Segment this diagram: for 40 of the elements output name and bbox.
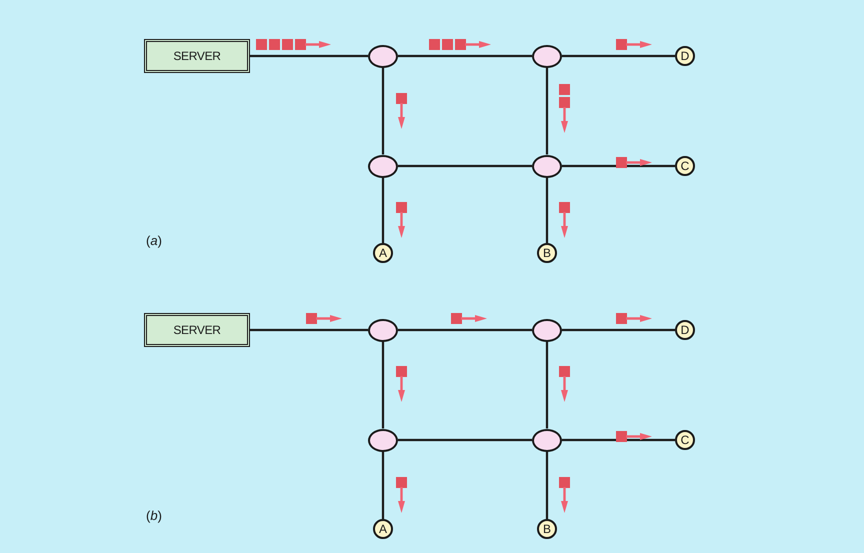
connector-line — [250, 328, 368, 332]
connector-line — [546, 68, 548, 154]
node-label: D — [680, 50, 690, 62]
node-label: SERVER — [173, 324, 221, 336]
router-node — [368, 428, 398, 452]
node-label: B — [542, 247, 551, 259]
node-label: A — [378, 247, 387, 259]
router-node — [368, 44, 398, 68]
connector-line — [382, 68, 384, 154]
router-node — [532, 318, 562, 342]
connector-line — [562, 54, 675, 58]
connector-line — [546, 178, 548, 243]
node-label: C — [680, 160, 690, 172]
connector-line — [382, 342, 384, 428]
router-node — [368, 154, 398, 178]
connector-line — [546, 342, 548, 428]
node-label: SERVER — [173, 50, 221, 62]
router-node — [532, 154, 562, 178]
connector-line — [398, 328, 532, 332]
server-box — [144, 313, 250, 347]
node-label: A — [378, 523, 387, 535]
router-node — [532, 428, 562, 452]
connector-line — [398, 54, 532, 58]
server-box — [144, 39, 250, 73]
connector-line — [382, 178, 384, 243]
connector-line — [562, 438, 675, 442]
connector-line — [398, 164, 532, 168]
panel-label: (b) — [146, 507, 162, 525]
connector-line — [382, 452, 384, 519]
router-node — [532, 44, 562, 68]
connector-line — [562, 328, 675, 332]
router-node — [368, 318, 398, 342]
panel-label: (a) — [146, 232, 162, 250]
node-label: D — [680, 324, 690, 336]
connector-line — [250, 54, 368, 58]
connector-line — [398, 438, 532, 442]
connector-line — [562, 164, 675, 168]
connector-line — [546, 452, 548, 519]
node-label: B — [542, 523, 551, 535]
node-label: C — [680, 434, 690, 446]
